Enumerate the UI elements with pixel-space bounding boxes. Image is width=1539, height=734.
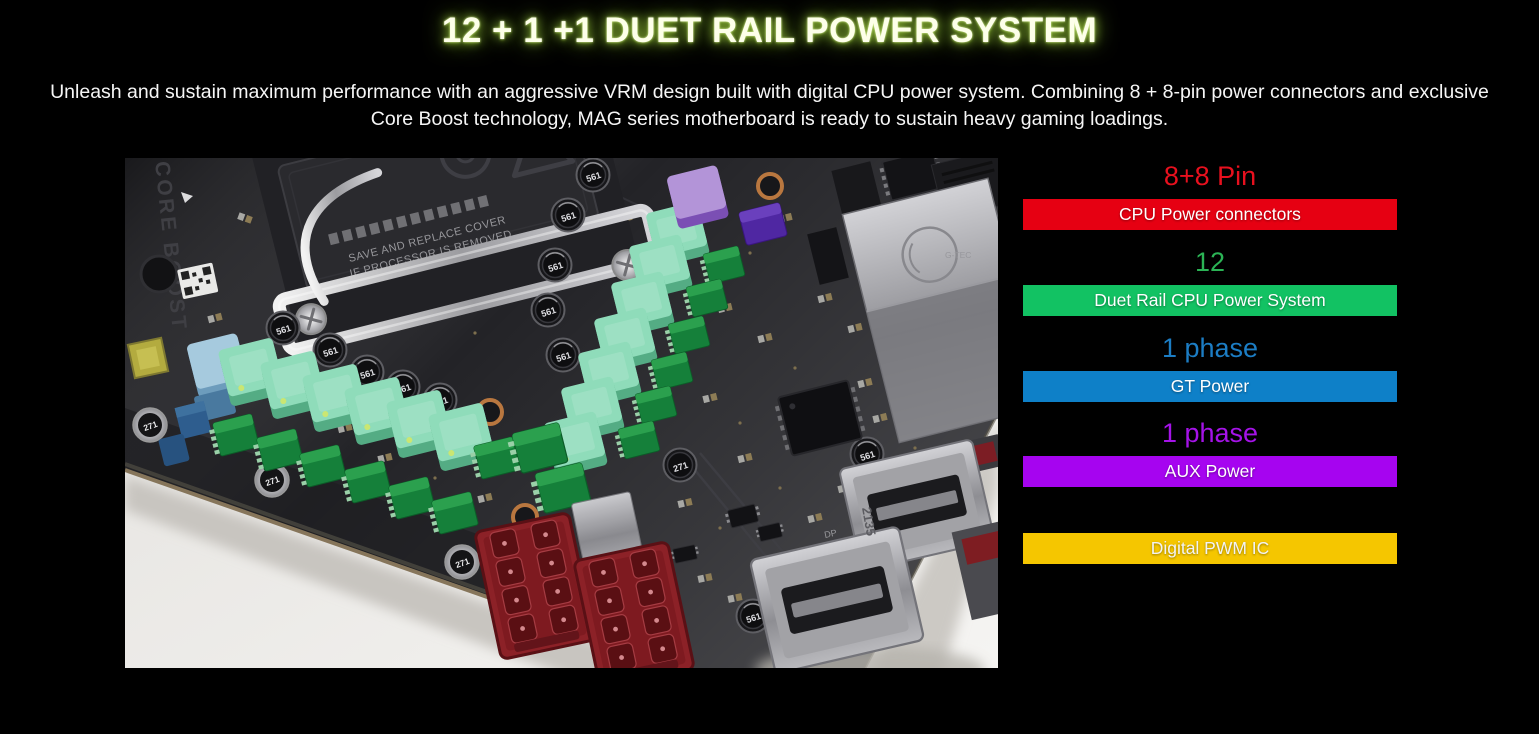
- controller-ic: [774, 379, 866, 457]
- description-line-2: Core Boost technology, MAG series mother…: [370, 107, 1169, 130]
- dp-silkscreen: DP: [823, 528, 837, 540]
- motherboard-photo: 561 271 271: [124, 148, 1046, 698]
- legend-headline-gt-power: 1 phase: [1161, 333, 1259, 363]
- legend-bar-digital-pwm: Digital PWM IC: [1023, 533, 1397, 564]
- silkscreen-arrow: [181, 192, 193, 203]
- legend-headline-duet-rail: 12: [1194, 247, 1226, 277]
- legend-bar-aux-power: AUX Power: [1023, 456, 1397, 487]
- legend-bar-label: Duet Rail CPU Power System: [1094, 290, 1326, 310]
- aux-power-choke: [667, 165, 788, 246]
- usb-shield-stamp: 2135: [859, 506, 879, 537]
- lan-shield-logo: G-TEC: [945, 250, 971, 260]
- socket-lever-arm: [300, 168, 383, 306]
- eeprom-chip: [126, 336, 170, 380]
- section-description: Unleash and sustain maximum performance …: [0, 79, 1539, 132]
- legend-bar-label: GT Power: [1170, 376, 1250, 396]
- socket-cjk-text: [328, 195, 489, 246]
- section-title: 12 + 1 +1 DUET RAIL POWER SYSTEM: [441, 11, 1098, 50]
- legend-headline-cpu-connectors: 8+8 Pin: [1163, 161, 1257, 191]
- legend-bar-duet-rail: Duet Rail CPU Power System: [1023, 285, 1397, 316]
- legend-bar-gt-power: GT Power: [1023, 371, 1397, 402]
- legend-bar-label: CPU Power connectors: [1119, 204, 1301, 224]
- motherboard-illustration: 561 271 271: [124, 148, 1046, 698]
- description-line-1: Unleash and sustain maximum performance …: [50, 81, 1489, 103]
- mounting-hole: [139, 254, 179, 294]
- qr-code-sticker: [177, 262, 219, 299]
- legend-bar-cpu-connectors: CPU Power connectors: [1023, 199, 1397, 230]
- legend-bar-label: AUX Power: [1164, 461, 1256, 481]
- legend-headline-aux-power: 1 phase: [1161, 418, 1259, 448]
- legend-bar-label: Digital PWM IC: [1150, 538, 1270, 558]
